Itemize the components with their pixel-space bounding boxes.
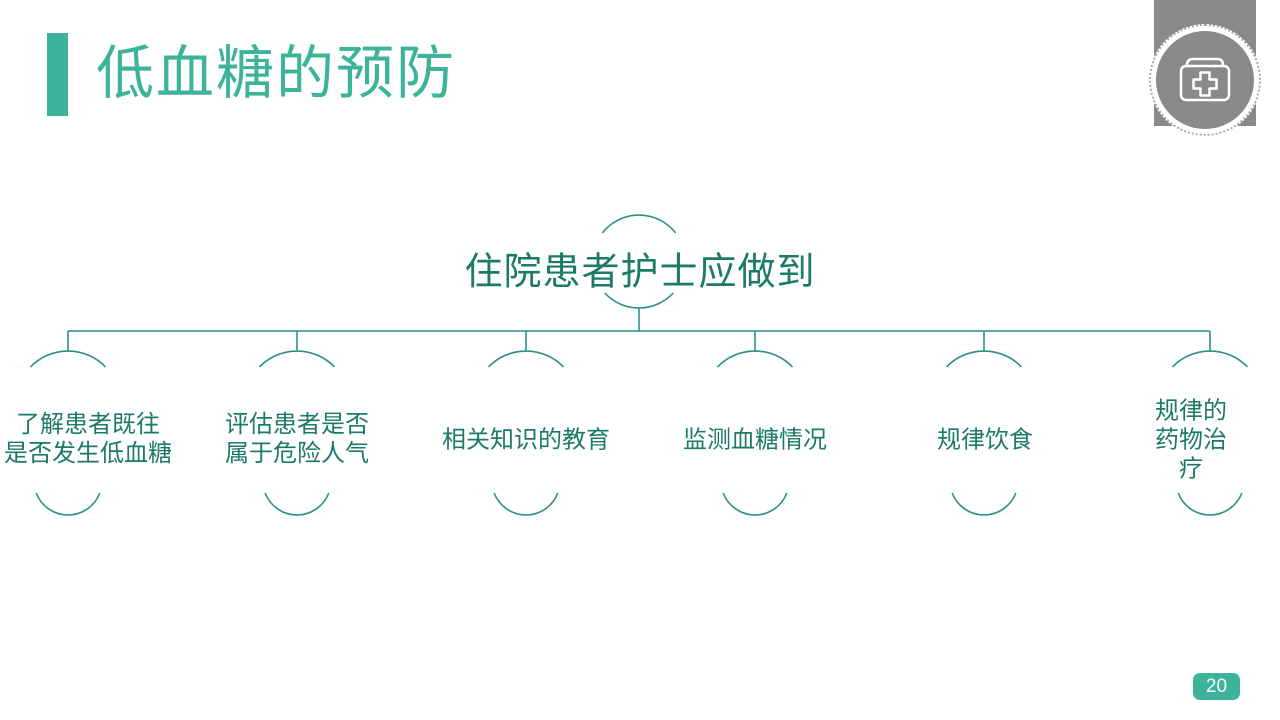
medical-cross-icon — [1192, 71, 1218, 97]
title-accent-bar — [47, 33, 68, 116]
first-aid-kit-icon — [1179, 57, 1231, 102]
node-top-arc-3 — [487, 350, 565, 368]
node-bottom-arc-3 — [493, 492, 559, 516]
node-label-6: 规律的药物治疗 — [1155, 397, 1227, 483]
node-label-5: 规律饮食 — [937, 426, 1033, 454]
medical-badge-circle — [1156, 31, 1254, 129]
node-label-3: 相关知识的教育 — [442, 426, 610, 454]
root-node-label: 住院患者护士应做到 — [464, 251, 816, 294]
node-bottom-arc-4 — [722, 492, 788, 516]
node-top-arc-6 — [1171, 350, 1249, 368]
kit-case — [1179, 64, 1231, 102]
node-top-arc-1 — [29, 350, 107, 368]
node-top-arc-4 — [716, 350, 794, 368]
node-bottom-arc-1 — [35, 492, 101, 516]
kit-handle — [1185, 57, 1225, 68]
node-label-1: 了解患者既往 是否发生低血糖 — [4, 411, 172, 467]
node-top-arc-5 — [945, 350, 1023, 368]
node-bottom-arc-6 — [1177, 492, 1243, 516]
node-label-2: 评估患者是否 属于危险人气 — [225, 411, 369, 467]
node-bottom-arc-5 — [951, 492, 1017, 516]
node-top-arc-2 — [258, 350, 336, 368]
page-number-badge: 20 — [1193, 673, 1240, 700]
slide-title: 低血糖的预防 — [96, 41, 457, 106]
node-bottom-arc-2 — [264, 492, 330, 516]
node-label-4: 监测血糖情况 — [683, 426, 827, 454]
root-circle-top-arc — [601, 214, 677, 234]
